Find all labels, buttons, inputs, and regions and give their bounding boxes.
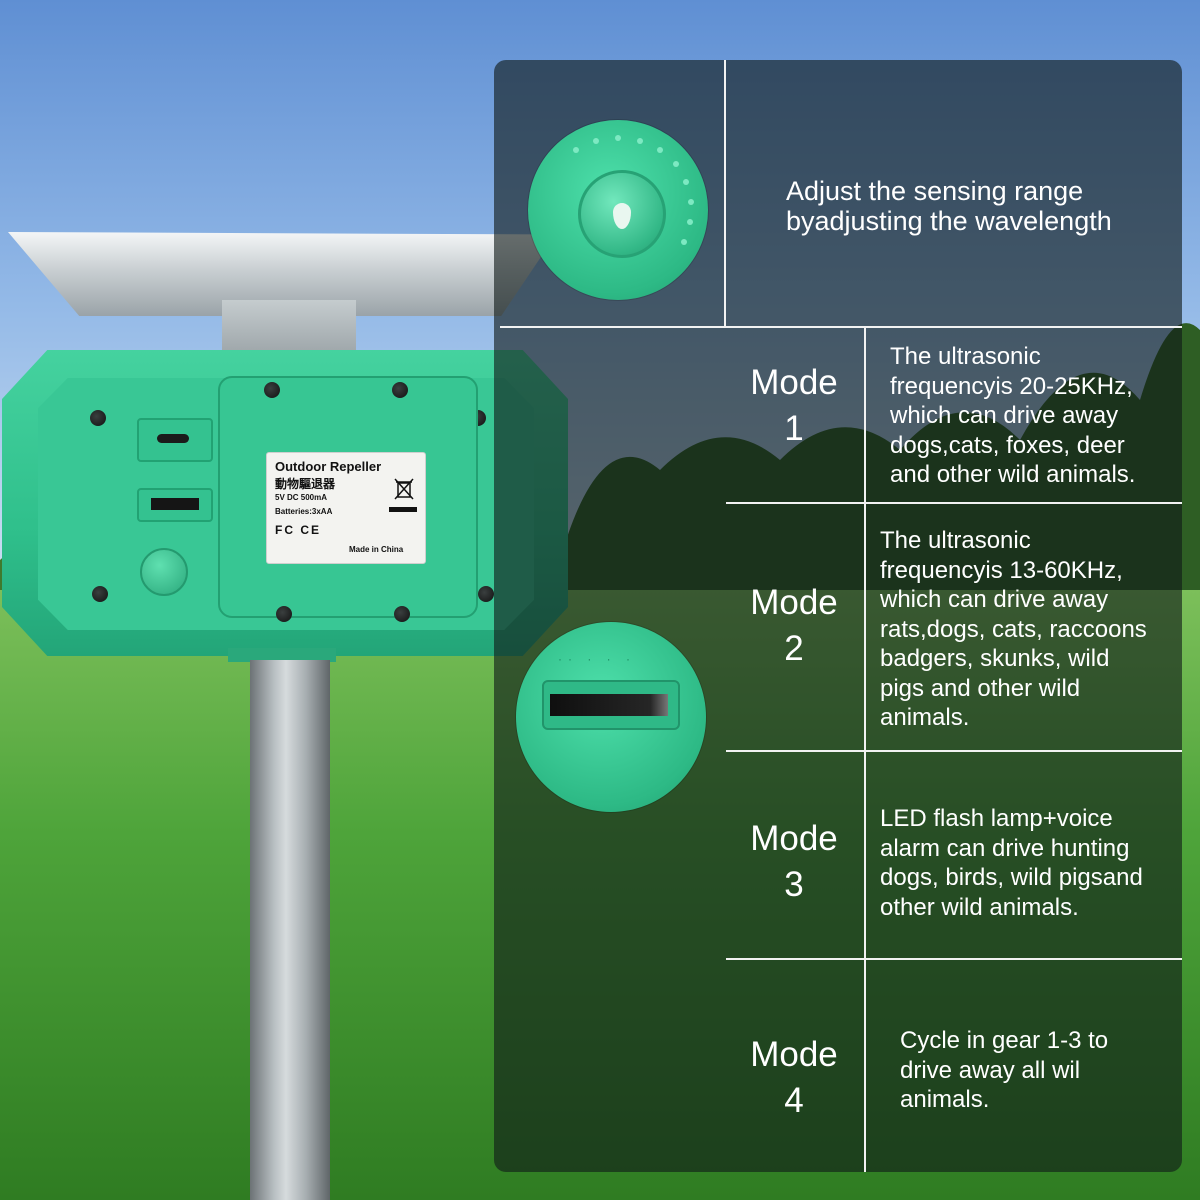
switch-position-marks: ·· · · ·	[558, 652, 636, 666]
mode-2-line: frequencyis 13-60KHz,	[880, 556, 1123, 584]
mode-2-word: Mode	[750, 583, 838, 622]
mode-1-line: dogs,cats, foxes, deer	[890, 431, 1125, 459]
mode-3-description: LED flash lamp+voice alarm can drive hun…	[880, 804, 1143, 922]
mode-4-line: drive away all wil	[900, 1056, 1081, 1084]
solar-panel-mount	[222, 300, 356, 352]
mode-4-number: 4	[784, 1081, 804, 1120]
mode-4-label: Mode 4	[724, 1032, 864, 1124]
divider-line	[724, 60, 726, 328]
mode-1-number: 1	[784, 409, 804, 448]
product-label: Outdoor Repeller 動物驅退器 5V DC 500mA Batte…	[266, 452, 426, 564]
mode-2-label: Mode 2	[724, 580, 864, 672]
label-bin-bar	[389, 507, 417, 512]
mode-2-line: pigs and other wild	[880, 674, 1081, 702]
repeller-device: Outdoor Repeller 動物驅退器 5V DC 500mA Batte…	[2, 232, 568, 1200]
sensing-range-line-2: byadjusting the wavelength	[786, 206, 1112, 236]
mode-1-label: Mode 1	[724, 360, 864, 452]
sensitivity-knob[interactable]	[140, 548, 188, 596]
mode-3-word: Mode	[750, 819, 838, 858]
mode-4-word: Mode	[750, 1035, 838, 1074]
divider-line	[726, 750, 1182, 752]
divider-line	[726, 502, 1182, 504]
mode-info-panel: Adjust the sensing range byadjusting the…	[494, 60, 1182, 1172]
label-batteries: Batteries:3xAA	[275, 507, 333, 516]
mode-4-description: Cycle in gear 1-3 to drive away all wil …	[900, 1026, 1108, 1115]
mode-3-line: alarm can drive hunting	[880, 834, 1130, 862]
usb-c-port[interactable]	[137, 418, 213, 462]
mode-3-line: other wild animals.	[880, 893, 1079, 921]
switch-lever[interactable]	[550, 694, 668, 716]
mode-4-line: animals.	[900, 1086, 990, 1113]
dial-knob[interactable]	[578, 170, 666, 258]
mode-2-line: badgers, skunks, wild	[880, 645, 1110, 672]
mode-1-line: frequencyis 20-25KHz,	[890, 372, 1133, 400]
divider-line	[726, 958, 1182, 960]
crossed-bin-icon	[394, 478, 414, 500]
screw-icon	[90, 410, 106, 426]
dial-scale-dots	[573, 135, 694, 245]
mode-2-line: The ultrasonic	[880, 527, 1031, 554]
label-power-spec: 5V DC 500mA	[275, 493, 328, 502]
dial-pointer-icon	[613, 203, 631, 229]
sensing-range-dial-closeup	[528, 120, 708, 300]
mode-3-label: Mode 3	[724, 816, 864, 908]
mode-switch-closeup: ·· · · ·	[516, 622, 706, 812]
mode-1-description: The ultrasonic frequencyis 20-25KHz, whi…	[890, 342, 1135, 490]
mode-2-number: 2	[784, 629, 804, 668]
mode-1-line: The ultrasonic	[890, 343, 1041, 370]
sensing-range-line-1: Adjust the sensing range	[786, 176, 1084, 206]
label-made-in: Made in China	[349, 545, 404, 554]
certification-marks: FC CE	[275, 523, 321, 537]
mode-1-word: Mode	[750, 363, 838, 402]
screw-icon	[264, 382, 280, 398]
mode-2-line: which can drive away	[880, 586, 1109, 613]
screw-icon	[478, 586, 494, 602]
ground-stake-pole	[250, 660, 330, 1200]
mode-2-line: rats,dogs, cats, raccoons	[880, 615, 1147, 643]
screw-icon	[394, 606, 410, 622]
mode-3-number: 3	[784, 865, 804, 904]
mode-1-line: which can drive away	[890, 402, 1119, 429]
divider-line	[500, 326, 1182, 328]
mode-switch[interactable]	[137, 488, 213, 522]
label-chinese-name: 動物驅退器	[275, 477, 336, 491]
sensing-range-description: Adjust the sensing range byadjusting the…	[786, 176, 1166, 236]
mode-2-line: animals.	[880, 704, 970, 731]
mode-3-line: dogs, birds, wild pigsand	[880, 864, 1143, 891]
mode-3-line: LED flash lamp+voice	[880, 805, 1113, 832]
switch-slot	[542, 680, 680, 730]
mode-1-line: and other wild animals.	[890, 461, 1136, 488]
label-title: Outdoor Repeller	[275, 459, 382, 474]
mode-4-line: Cycle in gear 1-3 to	[900, 1027, 1109, 1054]
mode-2-description: The ultrasonic frequencyis 13-60KHz, whi…	[880, 526, 1147, 733]
screw-icon	[392, 382, 408, 398]
screw-icon	[92, 586, 108, 602]
screw-icon	[276, 606, 292, 622]
pole-mount	[228, 648, 336, 662]
